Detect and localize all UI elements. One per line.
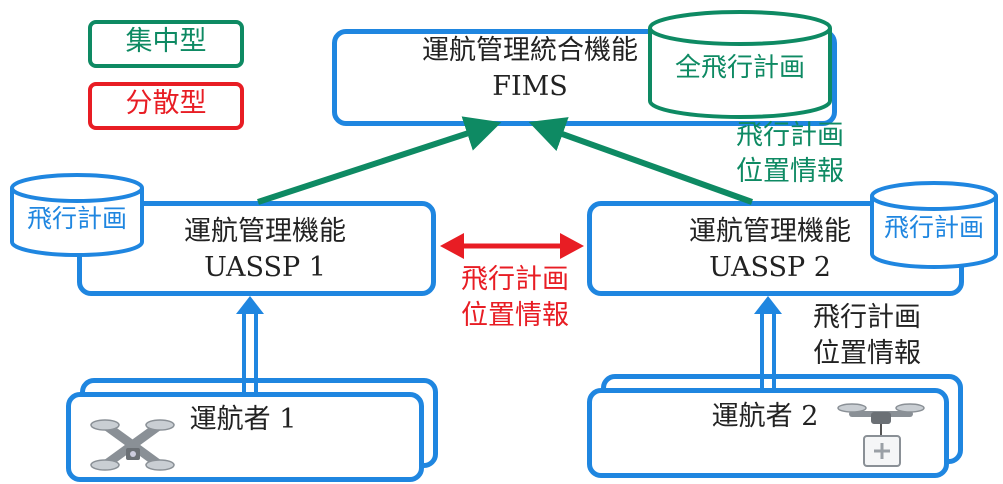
drone-icon-operator2 bbox=[837, 403, 925, 467]
database-icon-uassp1 bbox=[10, 173, 144, 257]
drone-icon-operator1 bbox=[90, 419, 175, 471]
blue-arrow-operator2 bbox=[754, 296, 782, 388]
legend-distributed-label: 分散型 bbox=[125, 88, 207, 119]
database-icon-uassp2 bbox=[870, 181, 998, 269]
green-link-label-line2: 位置情報 bbox=[736, 156, 844, 187]
legend-distributed: 分散型 bbox=[88, 82, 244, 130]
fims-title-line1: 運航管理統合機能 bbox=[422, 35, 638, 66]
green-arrow-left bbox=[257, 116, 502, 205]
database-icon-fims bbox=[648, 10, 832, 119]
uassp1-title: 運航管理機能 UASSP 1 bbox=[150, 214, 380, 286]
blue-arrow-operator1 bbox=[236, 296, 264, 392]
fims-title: 運航管理統合機能 FIMS bbox=[380, 33, 680, 105]
operator2-link-label: 飛行計画 位置情報 bbox=[792, 300, 942, 372]
red-link-label-line1: 飛行計画 bbox=[461, 264, 569, 295]
uassp1-title-line1: 運航管理機能 bbox=[184, 216, 346, 247]
uassp2-db-label: 飛行計画 bbox=[883, 213, 984, 242]
operator2-link-label-line1: 飛行計画 bbox=[813, 302, 921, 333]
red-link-label: 飛行計画 位置情報 bbox=[440, 262, 590, 334]
operator2-link-label-line2: 位置情報 bbox=[813, 338, 921, 369]
operator1-label: 運航者 1 bbox=[189, 404, 297, 435]
uassp2-title-line1: 運航管理機能 bbox=[689, 216, 851, 247]
fims-title-line2: FIMS bbox=[492, 71, 568, 102]
green-link-label-line1: 飛行計画 bbox=[736, 120, 844, 151]
fims-db-label: 全飛行計画 bbox=[674, 53, 805, 83]
uassp1-db-label: 飛行計画 bbox=[26, 204, 127, 233]
red-link-label-line2: 位置情報 bbox=[461, 300, 569, 331]
uassp2-title: 運航管理機能 UASSP 2 bbox=[655, 214, 885, 286]
uassp2-title-line2: UASSP 2 bbox=[709, 252, 831, 283]
green-link-label: 飛行計画 位置情報 bbox=[715, 118, 865, 190]
green-arrow-right bbox=[528, 117, 754, 205]
legend-centralized-label: 集中型 bbox=[125, 26, 207, 57]
operator2-label: 運航者 2 bbox=[711, 401, 819, 432]
legend-centralized: 集中型 bbox=[88, 20, 244, 68]
red-double-arrow bbox=[440, 233, 584, 259]
uassp1-title-line2: UASSP 1 bbox=[204, 252, 326, 283]
